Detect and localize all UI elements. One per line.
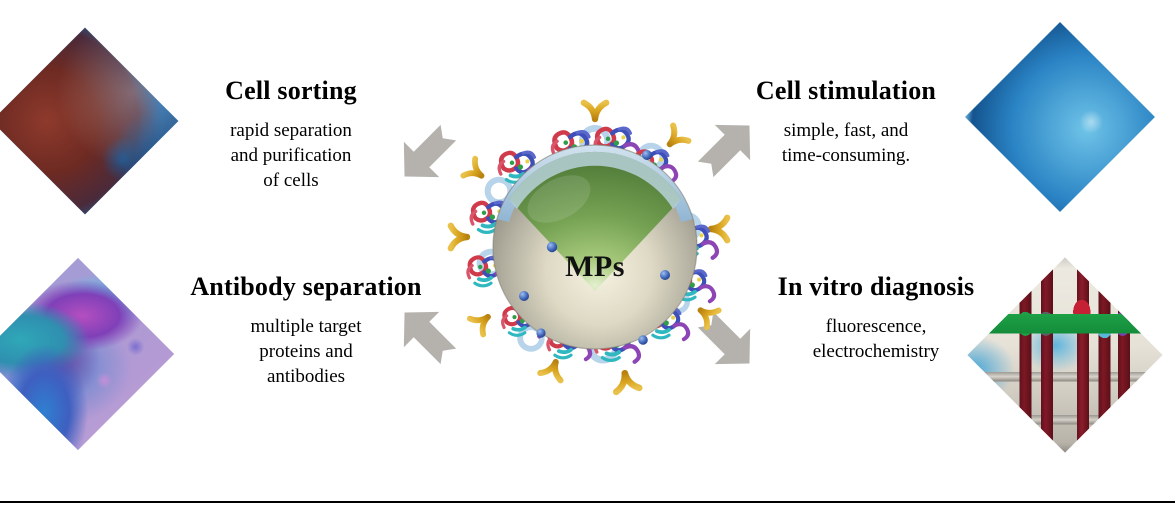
tile-cell-stimulation-image (965, 22, 1155, 212)
antibody-separation-line-3: antibodies (266, 366, 346, 388)
arrow-down-right-icon (686, 303, 762, 373)
block-antibody-separation: Antibody separation multiple target prot… (168, 272, 444, 389)
antibody-separation-line-1: multiple target (250, 316, 362, 338)
in-vitro-diagnosis-description: fluorescence, electrochemistry (748, 314, 1004, 364)
antibody-separation-description: multiple target proteins and antibodies (168, 314, 444, 389)
cell-sorting-title: Cell sorting (225, 76, 357, 105)
bottom-divider (0, 501, 1175, 503)
block-cell-sorting: Cell sorting rapid separation and purifi… (178, 76, 404, 193)
in-vitro-diagnosis-line-2: electrochemistry (812, 341, 940, 363)
antibody-molecule-photo (0, 257, 175, 451)
surface-dot-layer (519, 150, 670, 345)
block-cell-stimulation: Cell stimulation simple, fast, and time-… (730, 76, 962, 168)
in-vitro-diagnosis-line-1: fluorescence, (825, 316, 927, 338)
cell-stimulation-line-2: time-consuming. (781, 145, 911, 167)
block-in-vitro-diagnosis: In vitro diagnosis fluorescence, electro… (748, 272, 1004, 364)
in-vitro-diagnosis-title: In vitro diagnosis (777, 272, 975, 301)
cell-sorting-line-3: of cells (263, 170, 319, 192)
cell-photo-surface (0, 27, 179, 215)
cell-stimulation-description: simple, fast, and time-consuming. (730, 118, 962, 168)
cell-stimulation-line-1: simple, fast, and (783, 120, 909, 142)
particle-sphere (492, 144, 698, 350)
arrow-up-right-icon (686, 116, 762, 186)
tile-antibody-separation-image (0, 257, 175, 451)
arrow-down-left-icon (392, 303, 468, 373)
cells-suspension-photo (965, 22, 1155, 212)
cell-stimulation-title: Cell stimulation (755, 76, 937, 105)
cell-photo (0, 27, 179, 215)
arrow-up-left-icon (392, 116, 468, 186)
tile-cell-sorting-image (0, 27, 179, 215)
cell-sorting-description: rapid separation and purification of cel… (178, 118, 404, 193)
antibody-separation-title: Antibody separation (190, 272, 422, 301)
magnetic-particle-diagram: MPs (455, 95, 735, 395)
antibody-molecule-photo-surface (0, 257, 175, 451)
cell-sorting-line-1: rapid separation (230, 120, 352, 142)
antibody-separation-line-2: proteins and (259, 341, 353, 363)
cells-suspension-photo-surface (965, 22, 1155, 212)
cell-sorting-line-2: and purification (230, 145, 352, 167)
